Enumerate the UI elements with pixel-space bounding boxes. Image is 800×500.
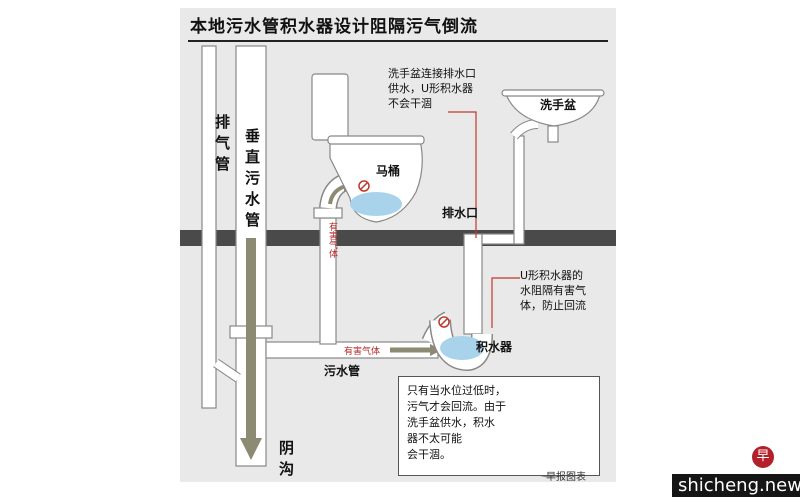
- toilet-label: 马桶: [376, 164, 401, 178]
- pipe-drawing: [201, 45, 605, 478]
- title-underline: [188, 40, 608, 42]
- diagram-panel: 本地污水管积水器设计阻隔污气倒流: [180, 8, 616, 482]
- basin-drain-pipe: [463, 233, 483, 335]
- trap-note: U形积水器的 水阻隔有害气 体，防止回流: [520, 269, 586, 312]
- leader-trap: [491, 277, 520, 328]
- trap-water: [440, 336, 484, 360]
- vertical-pipe-label: 垂直污水管: [243, 128, 261, 233]
- drain-outlet-label: 排水口: [442, 206, 479, 220]
- basin-note: 洗手盆连接排水口 供水，U形积水器 不会干涸: [388, 67, 476, 110]
- vent-pipe-label: 排气管: [213, 114, 231, 177]
- explanation-box: 只有当水位过低时， 污气才会回流。由于 洗手盆供水，积水 器不太可能 会干涸。: [398, 376, 600, 476]
- no-entry-icon: [438, 316, 450, 328]
- no-entry-icon: [358, 180, 370, 192]
- newspaper-logo-icon: 早: [752, 446, 774, 468]
- gas-label-horizontal: 有害气体: [344, 347, 381, 357]
- vent-pipe: [201, 45, 217, 409]
- sewer-label: 阴沟: [277, 440, 295, 482]
- watermark: shicheng.news: [672, 474, 800, 497]
- trap-label: 积水器: [476, 340, 513, 354]
- box-note: 只有当水位过低时， 污气才会回流。由于 洗手盆供水，积水 器不太可能 会干涸。: [407, 384, 506, 461]
- toilet-tank: [311, 73, 349, 141]
- down-arrow-icon: [240, 438, 262, 460]
- toilet-water: [350, 192, 402, 216]
- credit-text: 早报图表: [546, 472, 586, 483]
- sewage-pipe-label: 污水管: [324, 364, 361, 378]
- basin-label: 洗手盆: [540, 98, 577, 112]
- diagram-title: 本地污水管积水器设计阻隔污气倒流: [190, 17, 478, 37]
- leader-basin: [448, 111, 477, 238]
- gas-label-vertical: 有害气体: [327, 222, 337, 258]
